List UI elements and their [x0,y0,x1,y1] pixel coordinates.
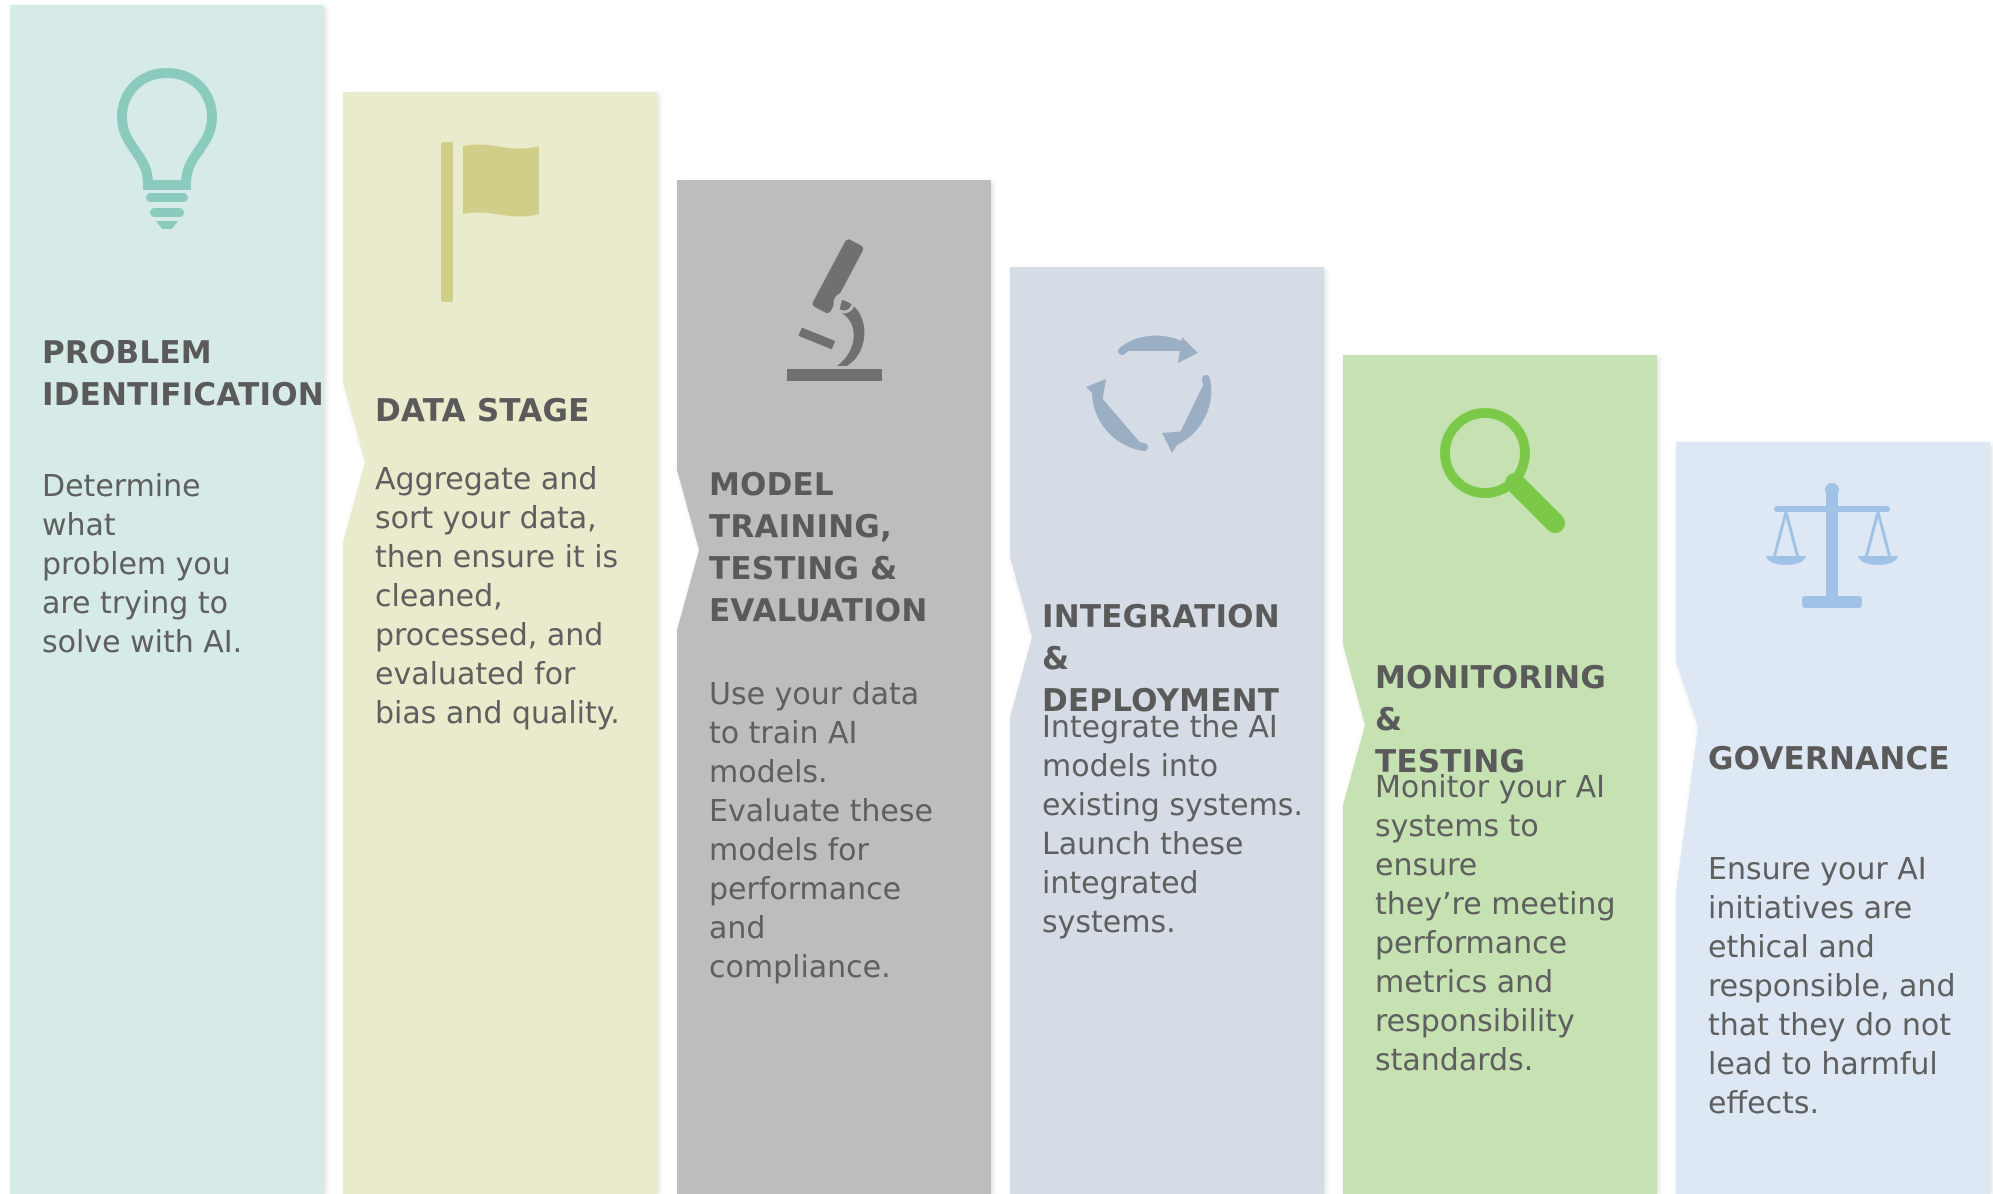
step-background [1010,267,1324,1194]
microscope-stage [798,327,836,350]
step-description: Aggregate and sort your data, then ensur… [375,462,620,731]
cycle-arrows-icon [1086,335,1212,453]
flag-icon [441,142,539,302]
magnifier-lens [1440,408,1530,498]
bulb-base-line-1 [146,193,188,202]
microscope-tube [812,239,864,314]
scales-top [1825,483,1839,497]
step-description: Monitor your AI systems to ensure they’r… [1375,770,1616,1078]
scales-pillar [1826,490,1838,598]
arrow-shape [1010,267,1324,1194]
arrow-shape [1343,355,1657,1194]
step-background [343,92,657,1194]
cycle-arrowhead-1 [1178,337,1198,363]
step-monitoring-testing: MONITORING & TESTING Monitor your AI sys… [1343,355,1657,1194]
bulb-outline [116,67,218,190]
arrow-shape [10,5,324,1194]
arrow-shape [1676,442,1990,1194]
scales-right-pan [1858,556,1898,565]
lightbulb-icon [116,67,218,229]
flag-pole [441,142,453,302]
cycle-arrowhead-3 [1086,379,1106,403]
bulb-tip [156,221,178,229]
microscope-knob [833,292,855,314]
microscope-icon [787,239,882,381]
step-problem-identification: PROBLEM IDENTIFICATION Determine what pr… [10,5,324,1194]
bulb-base-line-2 [150,208,184,217]
microscope-base [787,369,882,381]
magnifier-icon [1440,408,1565,533]
arrow-shape [343,92,657,1194]
step-title: MONITORING & TESTING [1375,660,1606,780]
step-background [1343,355,1657,1194]
step-title: GOVERNANCE [1708,741,1950,777]
step-integration-deployment: INTEGRATION & DEPLOYMENT Integrate the A… [1010,267,1324,1194]
cycle-arrowhead-2 [1162,431,1186,453]
step-description: Integrate the AI models into existing sy… [1042,710,1303,940]
microscope-arm [837,300,865,366]
magnifier-handle [1505,473,1565,533]
scales-right-strings [1864,511,1892,559]
scales-left-strings [1772,511,1800,559]
step-title: INTEGRATION & DEPLOYMENT [1042,599,1280,719]
step-data-stage: DATA STAGE Aggregate and sort your data,… [343,92,657,1194]
scales-icon [1766,483,1898,608]
step-title: PROBLEM IDENTIFICATION [42,335,324,413]
step-background [1676,442,1990,1194]
step-title: MODEL TRAINING, TESTING & EVALUATION [709,467,928,629]
scales-left-pan [1766,556,1806,565]
arrow-shape [677,180,991,1194]
step-background [10,5,324,1194]
step-description: Use your data to train AI models. Evalua… [709,677,933,985]
step-governance: GOVERNANCE Ensure your AI initiatives ar… [1676,442,1990,1194]
step-title: DATA STAGE [375,393,590,429]
flag-cloth [463,144,539,217]
step-description: Ensure your AI initiatives are ethical a… [1708,852,1956,1121]
step-model-training: MODEL TRAINING, TESTING & EVALUATION Use… [677,180,991,1194]
scales-base [1802,596,1862,608]
step-description: Determine what problem you are trying to… [42,469,243,660]
step-background [677,180,991,1194]
scales-beam [1774,506,1890,512]
